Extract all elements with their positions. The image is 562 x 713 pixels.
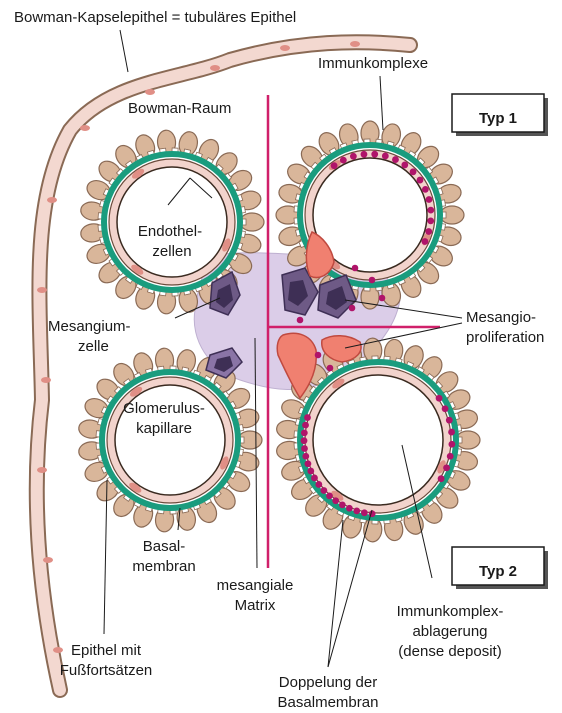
immune-dot bbox=[349, 305, 356, 312]
immune-dot bbox=[425, 228, 432, 235]
type2-box: Typ 2 bbox=[452, 547, 548, 589]
immune-dot bbox=[361, 509, 368, 516]
immune-dot bbox=[301, 429, 308, 436]
label-basement-1: Basal- bbox=[143, 538, 186, 555]
immune-dot bbox=[302, 422, 309, 429]
label-mesangio-1: Mesangio- bbox=[466, 309, 536, 326]
label-immune-complexes: Immunkomplexe bbox=[318, 55, 428, 72]
immune-dot bbox=[446, 417, 453, 424]
immune-dot bbox=[369, 277, 376, 284]
immune-dot bbox=[326, 493, 333, 500]
immune-dot bbox=[301, 445, 308, 452]
immune-dot bbox=[426, 196, 433, 203]
label-mesangial-cell-1: Mesangium- bbox=[48, 318, 131, 335]
immune-dot bbox=[315, 481, 322, 488]
immune-dot bbox=[447, 453, 454, 460]
immune-dot bbox=[340, 157, 347, 164]
immune-dot bbox=[327, 365, 334, 372]
immune-dot bbox=[392, 156, 399, 163]
label-endothelial-1: Endothel- bbox=[138, 223, 202, 240]
immune-dot bbox=[350, 153, 357, 160]
label-deposit-1: Immunkomplex- bbox=[397, 603, 504, 620]
immune-dot bbox=[371, 151, 378, 158]
label-doubling-1: Doppelung der bbox=[279, 674, 377, 691]
immune-dot bbox=[438, 475, 445, 482]
capsule-nucleus bbox=[37, 467, 47, 473]
immune-dot bbox=[331, 162, 338, 169]
immune-dot bbox=[304, 414, 311, 421]
immune-dot bbox=[346, 505, 353, 512]
immune-dot bbox=[379, 295, 386, 302]
immune-dot bbox=[339, 501, 346, 508]
immune-dot bbox=[401, 162, 408, 169]
capsule-nucleus bbox=[280, 45, 290, 51]
immune-dot bbox=[443, 464, 450, 471]
immune-dot bbox=[361, 151, 368, 158]
label-deposit-3: (dense deposit) bbox=[398, 643, 501, 660]
immune-dot bbox=[436, 395, 443, 402]
capillary-bottom-left bbox=[78, 348, 262, 533]
immune-dot bbox=[427, 217, 434, 224]
type1-label: Typ 1 bbox=[479, 110, 517, 127]
immune-dot bbox=[442, 405, 449, 412]
immune-dot bbox=[448, 441, 455, 448]
type2-label: Typ 2 bbox=[479, 563, 517, 580]
capsule-nucleus bbox=[47, 197, 57, 203]
label-epithelium-2: Fußfortsätzen bbox=[60, 662, 153, 679]
capsule-nucleus bbox=[350, 41, 360, 47]
capsule-nucleus bbox=[145, 89, 155, 95]
immune-dot bbox=[320, 487, 327, 494]
immune-dot bbox=[311, 475, 318, 482]
immune-dot bbox=[422, 238, 429, 245]
capsule-nucleus bbox=[43, 557, 53, 563]
immune-dot bbox=[332, 497, 339, 504]
immune-dot bbox=[305, 460, 312, 467]
type1-box: Typ 1 bbox=[452, 94, 548, 136]
label-glomerulus-2: kapillare bbox=[136, 420, 192, 437]
label-bowman-space: Bowman-Raum bbox=[128, 100, 231, 117]
immune-dot bbox=[307, 468, 314, 475]
label-basement-2: membran bbox=[132, 558, 195, 575]
label-matrix-2: Matrix bbox=[235, 597, 276, 614]
immune-dot bbox=[353, 507, 360, 514]
label-mesangial-cell-2: zelle bbox=[78, 338, 109, 355]
immune-dot bbox=[352, 265, 359, 272]
label-matrix-1: mesangiale bbox=[217, 577, 294, 594]
immune-dot bbox=[297, 317, 304, 324]
immune-dot bbox=[382, 153, 389, 160]
label-bowman-capsule: Bowman-Kapselepithel = tubuläres Epithel bbox=[14, 9, 296, 26]
immune-dot bbox=[417, 177, 424, 184]
capillary-lumen bbox=[313, 375, 443, 505]
immune-dot bbox=[315, 352, 322, 359]
label-endothelial-2: zellen bbox=[152, 243, 191, 260]
immune-dot bbox=[302, 453, 309, 460]
capsule-nucleus bbox=[41, 377, 51, 383]
immune-dot bbox=[427, 207, 434, 214]
label-mesangio-2: proliferation bbox=[466, 329, 544, 346]
label-doubling-2: Basalmembran bbox=[278, 694, 379, 711]
capsule-nucleus bbox=[80, 125, 90, 131]
capsule-nucleus bbox=[37, 287, 47, 293]
label-glomerulus-1: Glomerulus- bbox=[123, 400, 205, 417]
immune-dot bbox=[410, 168, 417, 175]
capsule-nucleus bbox=[210, 65, 220, 71]
label-deposit-2: ablagerung bbox=[412, 623, 487, 640]
immune-dot bbox=[301, 437, 308, 444]
immune-dot bbox=[448, 429, 455, 436]
capsule-nucleus bbox=[53, 647, 63, 653]
immune-dot bbox=[422, 186, 429, 193]
label-epithelium-1: Epithel mit bbox=[71, 642, 142, 659]
capillary-lumen bbox=[117, 167, 227, 277]
